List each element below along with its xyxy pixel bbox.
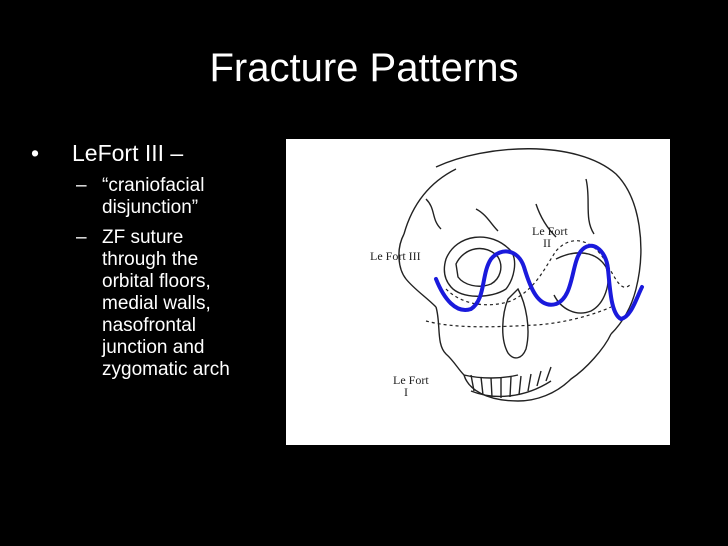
sub-bullet-text: ZF suture through the orbital floors, me… [102, 227, 230, 380]
main-bullet: • LeFort III – [30, 138, 280, 168]
sub-bullet-container: –“craniofacial disjunction” –ZF suture t… [30, 175, 280, 381]
sub-bullet-dash: – [76, 227, 87, 248]
skull-figure: Le Fort III Le Fort II Le Fort I [286, 139, 670, 445]
lefort-1-line [425, 306, 612, 328]
lefort-3-line [434, 243, 644, 322]
label-lefort-3: Le Fort III [370, 249, 421, 263]
slide-title: Fracture Patterns [209, 46, 519, 90]
lefort-2-line [445, 240, 632, 306]
sub-bullet-craniofacial: –“craniofacial disjunction” [30, 175, 280, 219]
skull-outline [398, 148, 642, 402]
sub-bullet-list: –“craniofacial disjunction” –ZF suture t… [30, 175, 280, 381]
sub-bullet-text: “craniofacial disjunction” [102, 175, 205, 218]
sub-bullet-dash: – [76, 175, 87, 196]
label-lefort-2-line2: II [543, 236, 551, 250]
main-bullet-text: LeFort III – [72, 140, 184, 166]
label-lefort-1-line2: I [404, 385, 408, 399]
label-lefort-2-line1: Le Fort [532, 224, 568, 238]
sub-bullet-zf-suture: –ZF suture through the orbital floors, m… [30, 227, 280, 381]
label-lefort-1-line1: Le Fort [393, 373, 429, 387]
bullet-list: • LeFort III – –“craniofacial disjunctio… [30, 138, 280, 389]
skull-illustration: Le Fort III Le Fort II Le Fort I [370, 148, 644, 402]
bullet-marker: • [31, 140, 40, 166]
